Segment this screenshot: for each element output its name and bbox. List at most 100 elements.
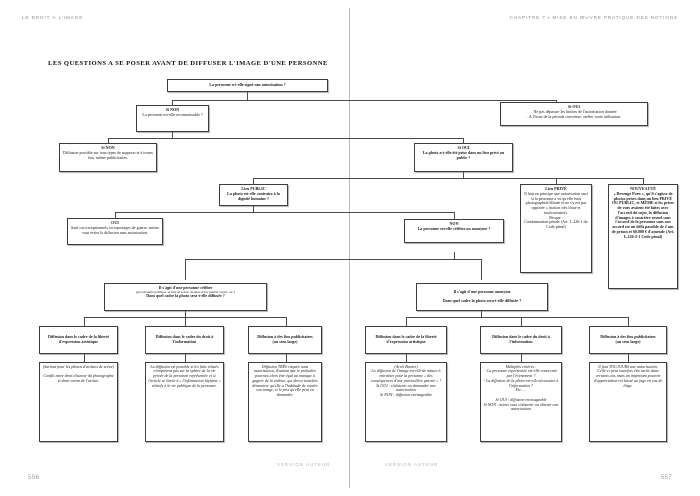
node-celebre-artistique-body[interactable]: (Surtout pour les photos d'artistes de s…: [39, 362, 118, 442]
connector: [454, 212, 455, 219]
connector: [286, 317, 287, 326]
node-note: (personnalité politique, artiste de scèn…: [136, 289, 235, 294]
connector: [463, 138, 464, 143]
node-body: La personne est-elle reconnaissable ?: [142, 111, 203, 117]
node-title: Si OUI: [567, 103, 581, 109]
page-gutter-divider: [349, 8, 350, 488]
node-text: La personne a-t-elle signé une autorisat…: [209, 82, 286, 88]
node-oui-dignite[interactable]: OUI Sauf cas exceptionnels ou reportages…: [67, 218, 163, 245]
node-title: Lieu PUBLIC: [241, 185, 266, 191]
node-root-question[interactable]: La personne a-t-elle signé une autorisat…: [167, 79, 328, 92]
watermark-left: VERSION AUTEUR: [277, 462, 331, 467]
connector: [172, 132, 173, 139]
connector: [463, 172, 464, 179]
node-si-non-diffusion[interactable]: Si NON Diffusion possible sur tous types…: [59, 143, 157, 172]
node-footer: Dans quel cadre la photo sera-t-elle dif…: [442, 298, 522, 304]
node-personne-celebre[interactable]: Il s'agit d'une personne célèbre (person…: [104, 283, 267, 311]
connector: [172, 100, 173, 105]
connector: [454, 252, 455, 260]
connector: [643, 178, 644, 184]
connector: [286, 354, 287, 362]
node-celebre-publicitaire-head[interactable]: Diffusion à des fins publicitaires (au s…: [248, 326, 322, 354]
connector: [253, 206, 254, 213]
node-body: Diffusion TRÈS risquée sans autorisation…: [252, 363, 318, 398]
connector: [481, 259, 482, 280]
connector: [185, 317, 186, 326]
connector: [185, 259, 186, 280]
node-body: Diffusion possible sur tous types de sup…: [63, 149, 153, 160]
node-title: Si NON: [165, 106, 180, 112]
node-body: La personne est-elle célèbre ou anonyme …: [417, 225, 491, 231]
connector: [115, 212, 454, 213]
node-title: Il s'agit d'une personne célèbre: [158, 284, 213, 290]
connector: [185, 354, 186, 362]
node-title: Diffusion dans le cadre du droit à l'inf…: [155, 334, 214, 344]
chart-title: LES QUESTIONS A SE POSER AVANT DE DIFFUS…: [48, 60, 328, 67]
node-anonyme-information-head[interactable]: Diffusion dans le cadre du droit à l'inf…: [480, 326, 562, 354]
node-footer: Dans quel cadre la photo sera-t-elle dif…: [146, 293, 225, 299]
node-title: Si OUI: [457, 144, 470, 150]
connector: [247, 92, 248, 101]
connector: [628, 317, 629, 326]
connector: [108, 138, 463, 139]
node-body: La diffusion est possible si les faits r…: [148, 363, 221, 388]
node-anonyme-artistique-head[interactable]: Diffusion dans le cadre de la liberté d'…: [365, 326, 447, 354]
node-body: Sauf cas exceptionnels ou reportages de …: [70, 224, 160, 235]
connector: [521, 317, 522, 326]
connector: [406, 317, 628, 318]
node-title: Si NON: [101, 144, 115, 150]
page-number-left: 556: [28, 475, 40, 481]
node-celebre-publicitaire-body[interactable]: Diffusion TRÈS risquée sans autorisation…: [248, 362, 322, 442]
connector: [115, 212, 116, 218]
node-title: Diffusion dans le cadre de la liberté d'…: [375, 334, 437, 344]
node-body: La photo est-elle contraire à la dignité…: [227, 190, 280, 201]
node-body: Il faut en principe une autorisation sau…: [524, 190, 588, 230]
connector: [628, 354, 629, 362]
connector: [108, 138, 109, 144]
running-head-right: CHAPITRE 7 • MISE EN ŒUVRE PRATIQUE DES …: [509, 15, 678, 20]
node-lieu-prive[interactable]: Lieu PRIVÉ Il faut en principe une autor…: [520, 184, 592, 273]
node-si-non-reconnaissable[interactable]: Si NON La personne est-elle reconnaissab…: [136, 105, 209, 132]
node-title: Lieu PRIVÉ: [545, 185, 567, 191]
node-body: Multiples critères : - La personne repré…: [483, 363, 559, 412]
node-celebre-information-body[interactable]: La diffusion est possible si les faits r…: [145, 362, 224, 442]
connector: [481, 311, 482, 318]
connector: [185, 311, 186, 318]
node-title: OUI: [111, 219, 119, 225]
connector: [253, 178, 643, 179]
node-body: « Revenge Porn », qu'il s'agisse de phot…: [611, 190, 675, 239]
node-body: (Arrêt Banier) La diffusion de l'image e…: [370, 363, 442, 398]
node-title: Diffusion à des fins publicitaires (au s…: [257, 334, 313, 344]
node-celebre-artistique-head[interactable]: Diffusion dans le cadre de la liberté d'…: [39, 326, 118, 354]
connector: [84, 354, 85, 362]
node-body: . Ne pas dépasser les limites de l'autor…: [527, 108, 621, 119]
connector: [247, 100, 556, 101]
connector: [406, 354, 407, 362]
node-title: NON: [449, 220, 459, 226]
connector: [521, 354, 522, 362]
node-si-oui-limites[interactable]: Si OUI . Ne pas dépasser les limites de …: [500, 102, 648, 126]
watermark-right: VERSION AUTEUR: [385, 462, 439, 467]
running-head-left: LE DROIT À L'IMAGE: [22, 15, 84, 20]
connector: [253, 178, 254, 184]
node-anonyme-information-body[interactable]: Multiples critères : - La personne repré…: [480, 362, 562, 442]
node-anonyme-artistique-body[interactable]: (Arrêt Banier) La diffusion de l'image e…: [365, 362, 447, 442]
node-lieu-public[interactable]: Lieu PUBLIC La photo est-elle contraire …: [219, 184, 288, 206]
node-non-celebre-anonyme[interactable]: NON La personne est-elle célèbre ou anon…: [404, 219, 504, 243]
node-title: Diffusion dans le cadre du droit à l'inf…: [492, 334, 550, 344]
node-personne-anonyme[interactable]: Il s'agit d'une personne anonyme Dans qu…: [416, 283, 548, 311]
node-si-oui-lieu[interactable]: Si OUI La photo a-t-elle été prise dans …: [414, 143, 513, 172]
node-body: (Surtout pour les photos d'artistes de s…: [42, 363, 115, 383]
node-celebre-information-head[interactable]: Diffusion dans le cadre du droit à l'inf…: [145, 326, 224, 354]
connector: [556, 178, 557, 184]
node-title: Il s'agit d'une personne anonyme: [453, 288, 511, 294]
node-anonyme-publicitaire-head[interactable]: Diffusion à des fins publicitaires (au s…: [589, 326, 667, 354]
connector: [185, 259, 481, 260]
page-number-right: 557: [660, 475, 672, 481]
connector: [84, 317, 85, 326]
node-anonyme-publicitaire-body[interactable]: Il faut TOUJOURS une autorisation. Celle…: [589, 362, 667, 442]
node-title: Diffusion à des fins publicitaires (au s…: [600, 334, 656, 344]
node-title: Diffusion dans le cadre de la liberté d'…: [47, 334, 110, 344]
node-nouveaute-revenge-porn[interactable]: NOUVEAUTÉ « Revenge Porn », qu'il s'agis…: [608, 184, 678, 289]
